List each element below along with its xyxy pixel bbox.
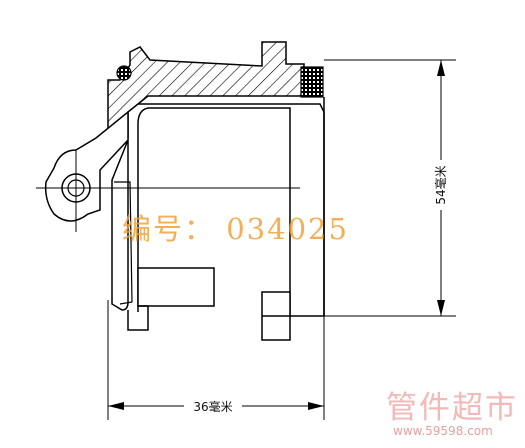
width-arrow-left (108, 402, 124, 410)
brand-watermark: 管件超市 (386, 390, 518, 426)
height-dimension-label: 54毫米 (433, 165, 448, 204)
hatched-housing-section (107, 41, 305, 162)
height-arrow-top (437, 60, 445, 76)
height-arrow-bottom (437, 300, 445, 316)
seal-block (300, 66, 324, 98)
width-arrow-right (308, 402, 324, 410)
lever-strip (114, 181, 133, 305)
lower-step (127, 305, 149, 331)
code-watermark: 编号： 034025 (122, 212, 349, 246)
right-boss (261, 291, 291, 341)
lower-block (137, 267, 215, 307)
url-watermark: www.59598.com (393, 424, 493, 438)
o-ring (116, 65, 132, 81)
width-dimension-label: 36毫米 (193, 399, 232, 414)
cam-arm (44, 110, 129, 222)
